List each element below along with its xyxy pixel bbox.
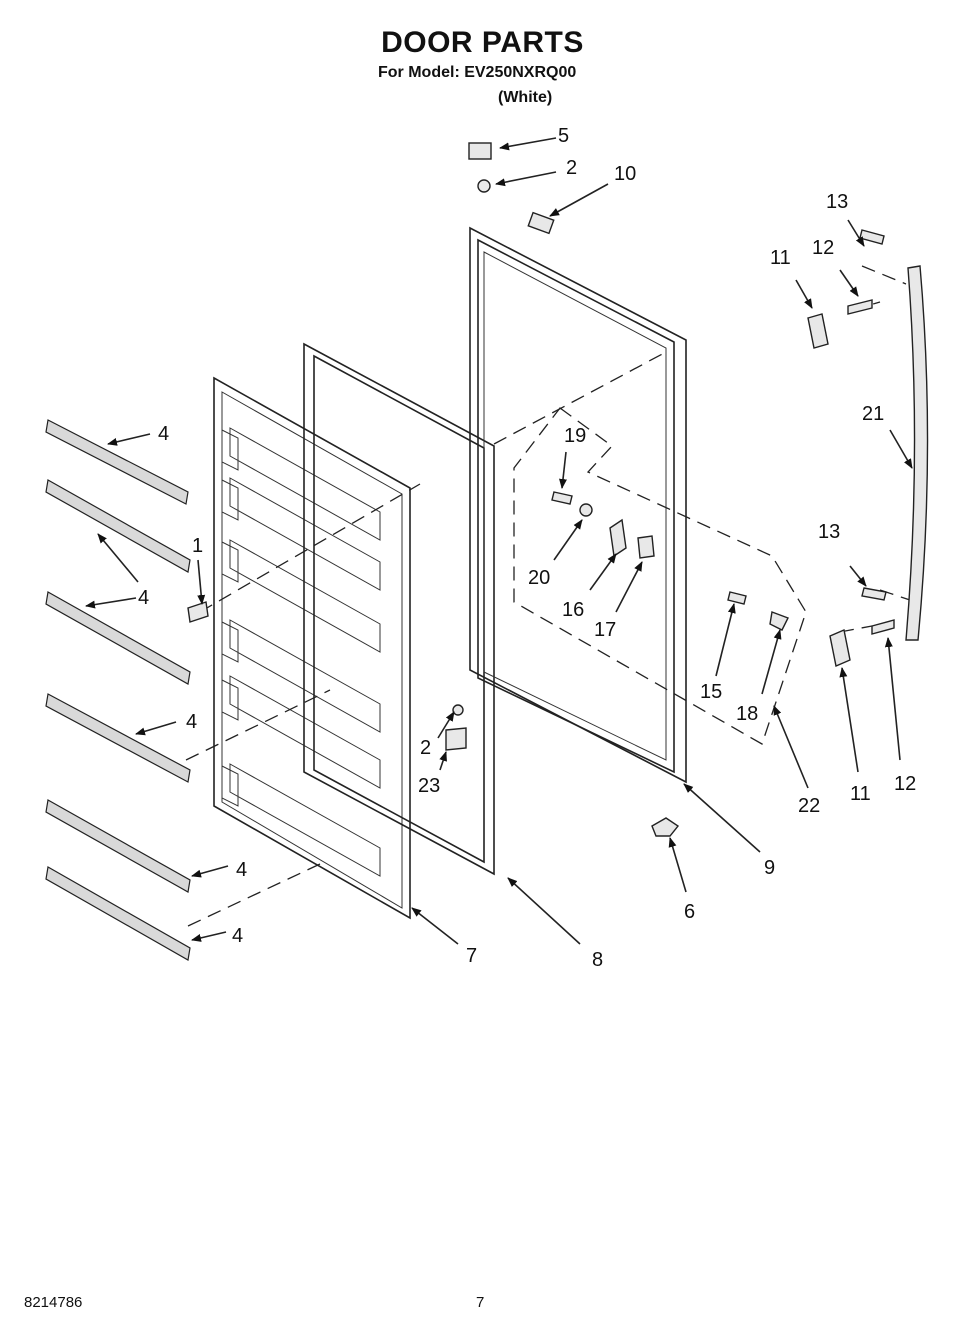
callout-11-lower: 11: [850, 783, 871, 805]
callout-9: 9: [764, 857, 775, 879]
label-10: [527, 211, 555, 235]
callout-11-top: 11: [770, 247, 791, 269]
callout-5: 5: [558, 125, 569, 147]
washer-20: [579, 503, 593, 517]
page-title: DOOR PARTS: [381, 26, 584, 59]
clip-17: [637, 535, 655, 559]
hinge-bracket-5: [468, 142, 492, 160]
callout-7: 7: [466, 945, 477, 967]
callout-17: 17: [594, 619, 616, 641]
screw-13-top: [859, 229, 885, 245]
shelf-strip-2: [45, 479, 191, 573]
clip-11-lower: [829, 629, 851, 667]
inner-door-liner: [213, 376, 411, 920]
assembly-guide-lines: [185, 265, 911, 927]
screw-1: [187, 601, 209, 623]
bracket-23: [445, 727, 467, 751]
callout-2-top: 2: [566, 157, 577, 179]
screw-13-lower: [861, 587, 887, 601]
door-gasket: [303, 342, 495, 876]
callout-labels: 5 2 10 13 12 11 21 4 19 1 13 20 4 16 17 …: [138, 125, 916, 971]
outer-door-panel: [469, 226, 687, 784]
foot-6: [651, 817, 680, 837]
shelf-strip-1: [45, 419, 189, 505]
callout-4-c: 4: [186, 711, 197, 733]
callout-20: 20: [528, 567, 550, 589]
callout-13-lower: 13: [818, 521, 840, 543]
callout-15: 15: [700, 681, 722, 703]
screw-12-top: [847, 299, 873, 315]
pin-15: [727, 591, 747, 605]
lock-18: [769, 611, 789, 631]
washer-2-lower: [452, 704, 464, 716]
callout-4-a: 4: [158, 423, 169, 445]
model-label: For Model: EV250NXRQ00: [378, 64, 577, 81]
shelf-strip-4: [45, 693, 191, 783]
callout-21: 21: [862, 403, 884, 425]
callout-22: 22: [798, 795, 820, 817]
screw-19: [551, 491, 573, 505]
clip-16: [609, 518, 627, 558]
shelf-strip-5: [45, 799, 191, 893]
callout-6: 6: [684, 901, 695, 923]
callout-18: 18: [736, 703, 758, 725]
door-shelf-strips: [45, 419, 191, 961]
callout-12-top: 12: [812, 237, 834, 259]
callout-4-e: 4: [232, 925, 243, 947]
page-number: 7: [476, 1294, 485, 1311]
leader-arrows: [85, 137, 913, 945]
callout-19: 19: [564, 425, 586, 447]
shelf-strip-3: [45, 591, 191, 685]
callout-16: 16: [562, 599, 584, 621]
callout-4-d: 4: [236, 859, 247, 881]
callout-2-lower: 2: [420, 737, 431, 759]
hardware-parts: [187, 142, 929, 837]
callout-4-b: 4: [138, 587, 149, 609]
callout-8: 8: [592, 949, 603, 971]
callout-1: 1: [192, 535, 203, 557]
callout-12-lower: 12: [894, 773, 916, 795]
color-label: (White): [498, 89, 553, 106]
door-handle-21: [905, 265, 929, 641]
washer-2-top: [477, 179, 491, 193]
callout-23: 23: [418, 775, 440, 797]
callout-13-top: 13: [826, 191, 848, 213]
clip-11-top: [807, 313, 829, 349]
callout-10: 10: [614, 163, 636, 185]
screw-12-lower: [871, 619, 895, 635]
shelf-strip-6: [45, 866, 191, 961]
document-number: 8214786: [24, 1294, 83, 1311]
